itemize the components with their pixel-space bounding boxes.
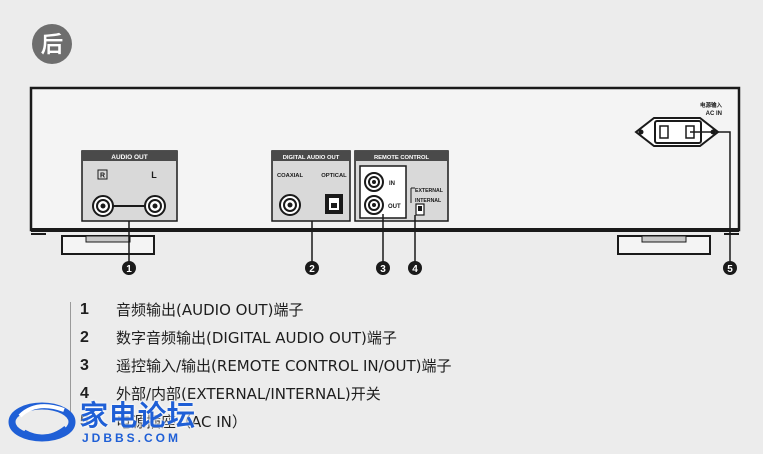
legend-item-number: 4 [80,385,89,402]
external-label: EXTERNAL [415,188,444,194]
watermark-name: 家电论坛 [80,399,197,432]
legend-item: 5 电源插座（AC IN） [70,408,550,436]
audio-out-r-label: R [100,173,105,180]
coaxial-label: COAXIAL [277,173,304,179]
watermark-url: JDBBS.COM [82,431,182,445]
callout-number: 3 [380,264,386,275]
internal-label: INTERNAL [415,198,442,204]
callout-marker-4: 4 [408,261,422,275]
legend-bar [70,302,71,422]
legend-item: 4 外部/内部(EXTERNAL/INTERNAL)开关 [70,380,550,408]
callout-lines [128,131,731,262]
legend-item: 1 音频输出(AUDIO OUT)端子 [70,296,550,324]
callout-number: 2 [309,264,315,275]
callout-number: 1 [126,264,132,275]
callout-marker-3: 3 [376,261,390,275]
left-foot [61,235,155,255]
legend-item-text: 音频输出(AUDIO OUT)端子 [116,301,304,319]
right-foot [617,235,711,255]
legend-item-text: 数字音频输出(DIGITAL AUDIO OUT)端子 [116,329,397,347]
callout-marker-1: 1 [122,261,136,275]
digital-audio-out-section: DIGITAL AUDIO OUT COAXIAL OPTICAL [271,150,351,222]
legend-item-text: 外部/内部(EXTERNAL/INTERNAL)开关 [116,385,381,403]
audio-out-section: AUDIO OUT R L [81,150,178,222]
remote-control-section: REMOTE CONTROL IN OUT EXTERNAL INTERNAL [354,150,449,222]
ac-in-label-en: AC IN [706,111,722,117]
callout-number: 4 [412,264,418,275]
remote-control-title: REMOTE CONTROL [374,155,430,161]
legend-item-text: 电源插座（AC IN） [116,413,247,431]
legend-item-text: 遥控输入/输出(REMOTE CONTROL IN/OUT)端子 [116,357,452,375]
audio-out-l-label: L [151,170,157,180]
legend-item-number: 5 [80,413,89,430]
legend-item: 2 数字音频输出(DIGITAL AUDIO OUT)端子 [70,324,550,352]
rca-jack-l-icon [144,195,166,217]
watermark-logo-icon [8,402,76,442]
remote-out-jack-icon [364,195,384,215]
remote-in-label: IN [389,181,395,187]
legend-item-number: 1 [80,301,89,318]
callout-marker-5: 5 [723,261,737,275]
rca-jack-r-icon [92,195,114,217]
remote-in-jack-icon [364,172,384,192]
legend-item-number: 2 [80,329,89,346]
watermark: 家电论坛 JDBBS.COM [6,394,246,452]
legend-list: 1 音频输出(AUDIO OUT)端子 2 数字音频输出(DIGITAL AUD… [70,296,550,436]
legend-item: 3 遥控输入/输出(REMOTE CONTROL IN/OUT)端子 [70,352,550,380]
coaxial-jack-icon [279,194,301,216]
rear-badge: 后 [32,24,72,64]
callout-number: 5 [727,264,733,275]
legend-item-number: 3 [80,357,89,374]
ac-in-label-cn: 电源输入 [700,101,723,109]
remote-out-label: OUT [388,204,401,210]
rear-badge-text: 后 [41,33,63,58]
external-internal-switch-icon [410,187,425,216]
callout-marker-2: 2 [305,261,319,275]
digital-audio-out-title: DIGITAL AUDIO OUT [283,155,340,161]
optical-jack-icon [325,194,343,214]
audio-out-title: AUDIO OUT [111,154,148,161]
optical-label: OPTICAL [321,173,347,179]
